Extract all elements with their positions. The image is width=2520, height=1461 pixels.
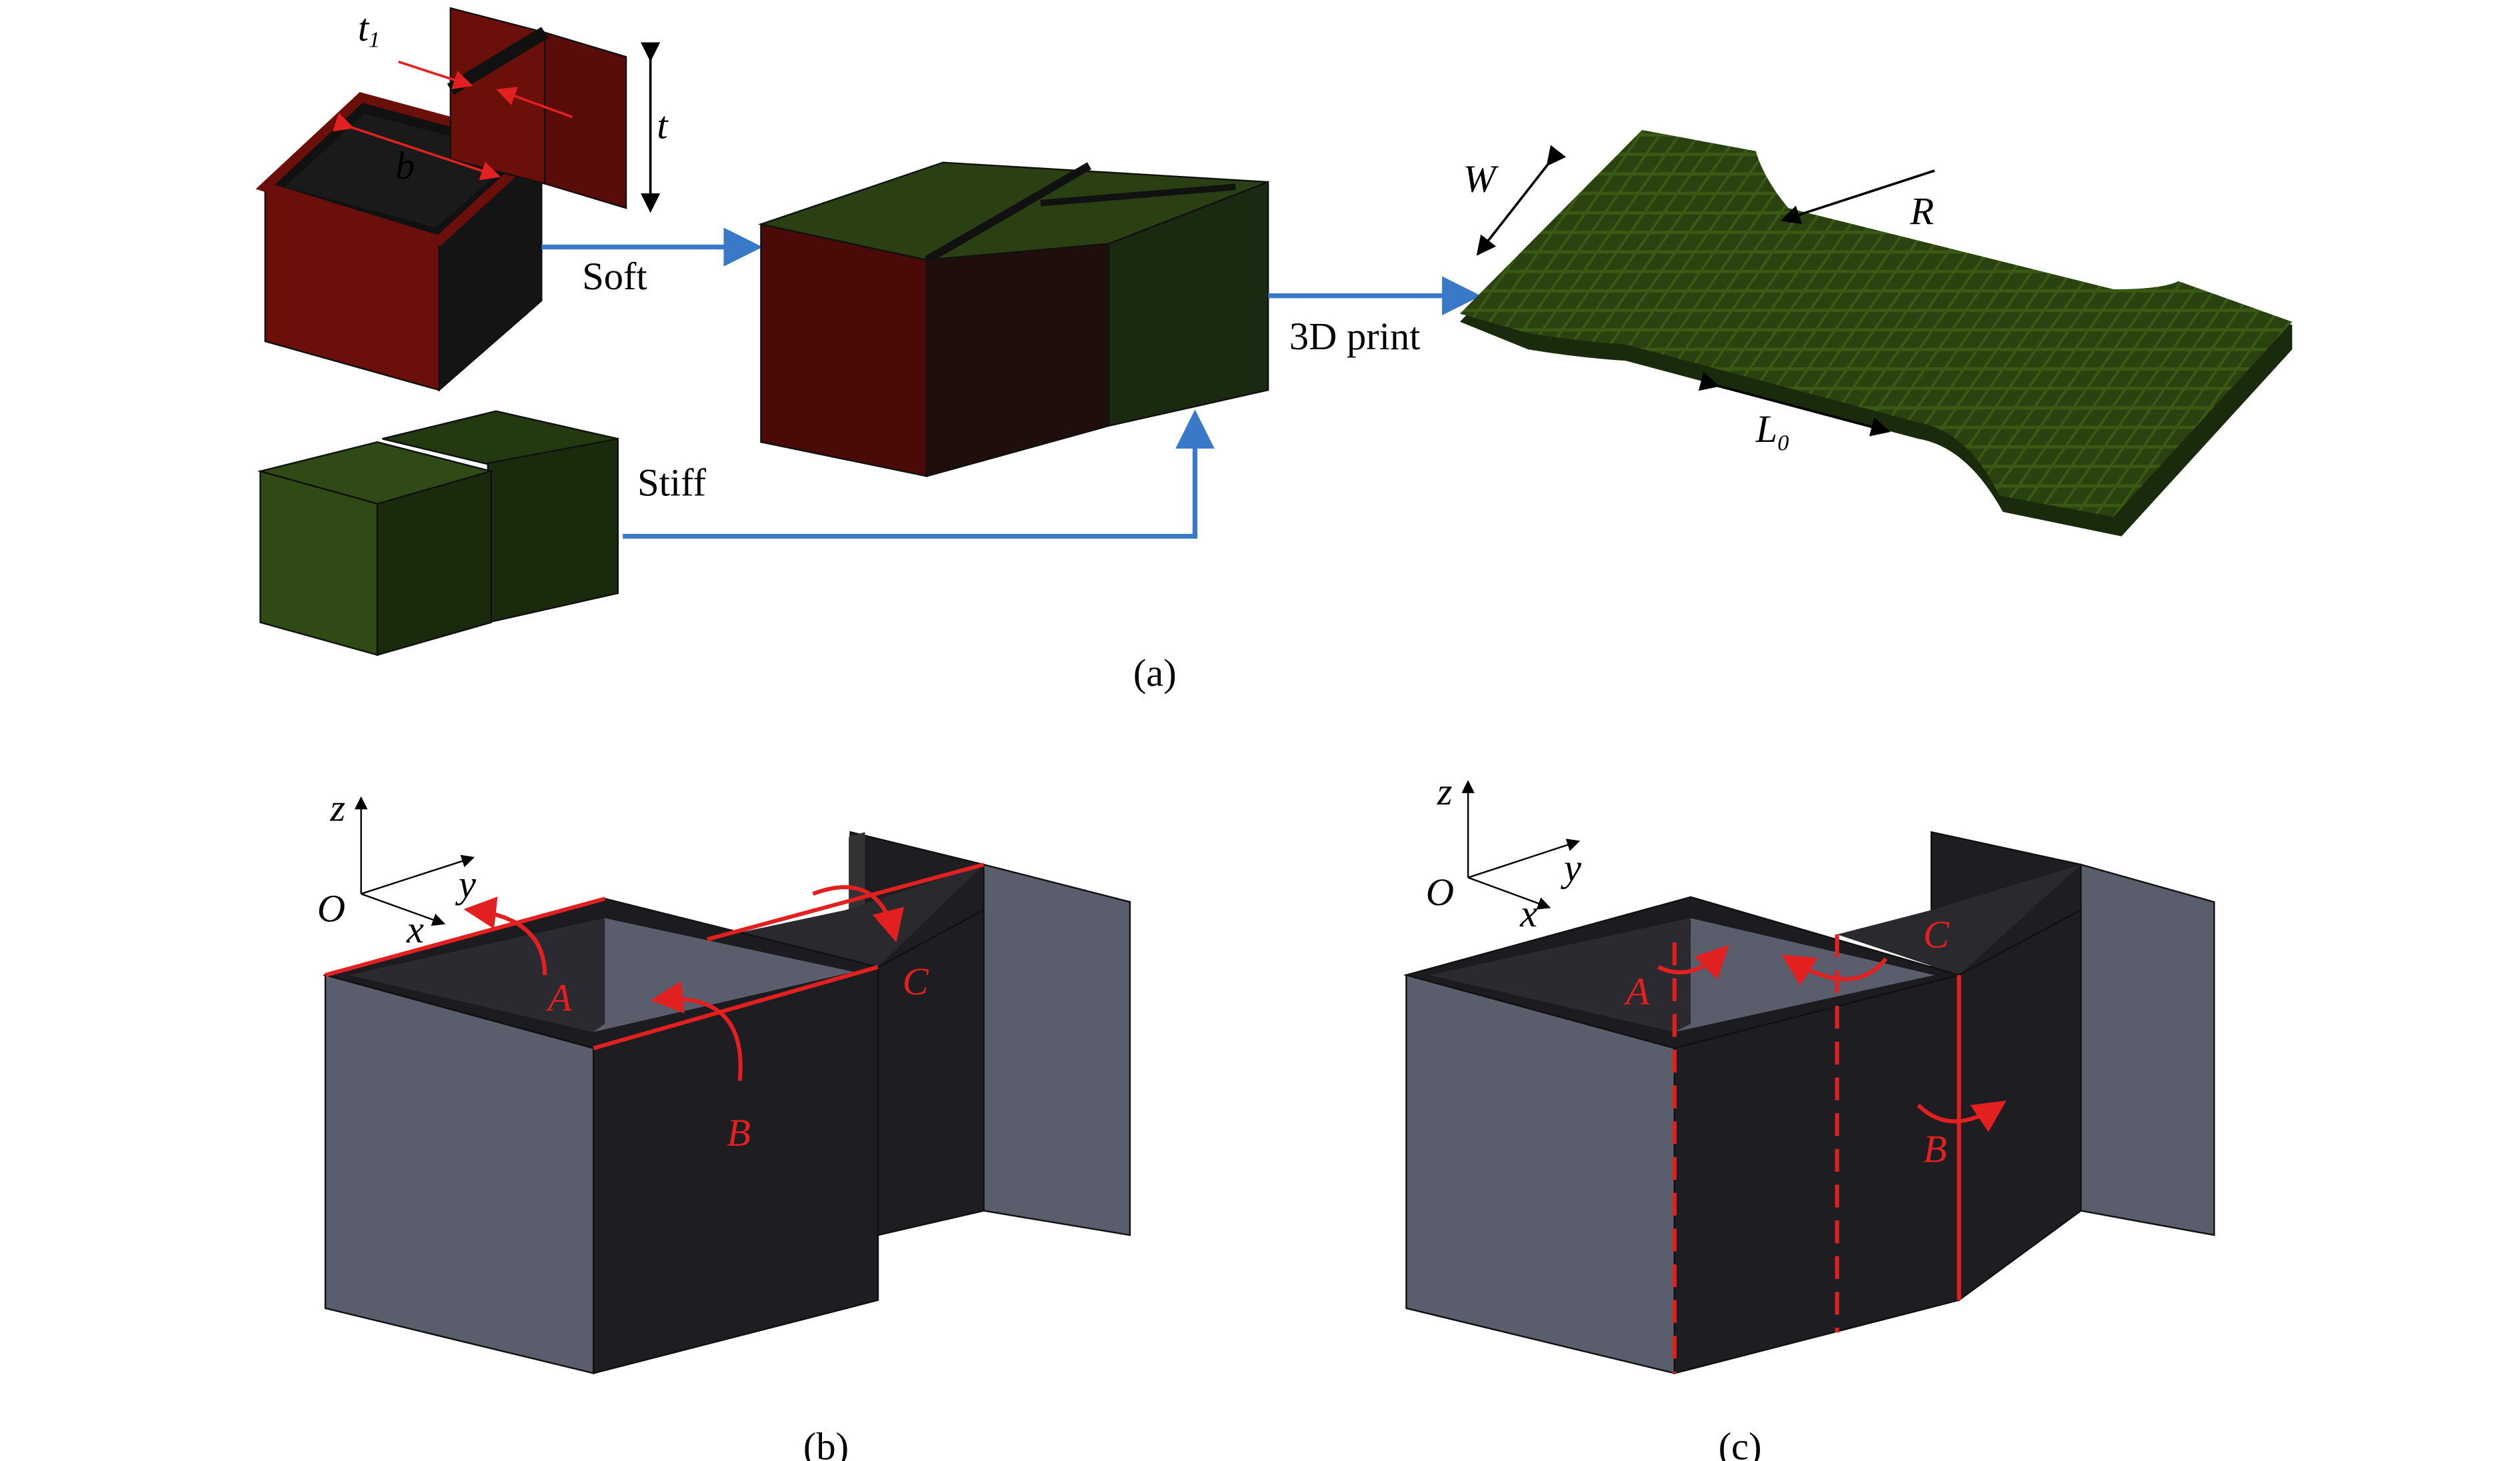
panel-c: z y x O A B C (c) — [1403, 770, 2215, 1461]
combined-block — [757, 161, 1269, 478]
hinge-a-label: A — [1623, 970, 1650, 1013]
panel-b: z y x O A B C (b) — [317, 786, 1131, 1461]
hinge-a-label: A — [545, 976, 572, 1020]
dogbone-specimen — [1459, 130, 2293, 537]
axis-x-label: x — [1519, 892, 1537, 935]
t1-arrow-2 — [496, 87, 573, 119]
panel-a: t1 t b Soft Stiff 3D print W — [255, 6, 2293, 695]
l0-arrow — [1698, 372, 1891, 437]
folded-box — [322, 830, 1131, 1374]
hinge-b-label: B — [727, 1111, 751, 1154]
origin-label: O — [317, 886, 345, 930]
stiff-arrow — [623, 409, 1215, 539]
w-arrow — [1476, 145, 1567, 256]
axes: z y x O — [1426, 770, 1581, 935]
label-t1: t1 — [358, 6, 380, 53]
axes: z y x O — [317, 786, 476, 951]
axis-y-label: y — [455, 862, 476, 906]
label-t: t — [657, 103, 669, 147]
label-r: R — [1909, 189, 1934, 233]
print-label: 3D print — [1289, 315, 1421, 358]
hinge-b-label: B — [1923, 1127, 1947, 1170]
label-w: W — [1463, 157, 1499, 201]
hinges — [1657, 934, 2007, 1374]
caption-a: (a) — [1133, 651, 1177, 695]
hinges — [325, 862, 985, 1081]
label-l0: L0 — [1755, 407, 1789, 455]
axis-z-label: z — [329, 786, 345, 829]
axis-z-label: z — [1437, 770, 1453, 813]
hinge-c-label: C — [903, 960, 929, 1003]
hinge-c-label: C — [1923, 913, 1950, 956]
stiff-cubes — [257, 410, 619, 657]
label-b: b — [395, 144, 415, 187]
r-arrow — [1780, 169, 1935, 225]
caption-c: (c) — [1719, 1425, 1762, 1461]
origin-label: O — [1426, 870, 1454, 914]
caption-b: (b) — [803, 1425, 849, 1461]
t1-arrow — [398, 60, 473, 89]
axis-y-label: y — [1561, 846, 1581, 890]
b-arrow — [333, 113, 501, 181]
axis-x-label: x — [406, 908, 424, 951]
soft-label: Soft — [582, 255, 647, 298]
stiff-label: Stiff — [637, 461, 706, 505]
